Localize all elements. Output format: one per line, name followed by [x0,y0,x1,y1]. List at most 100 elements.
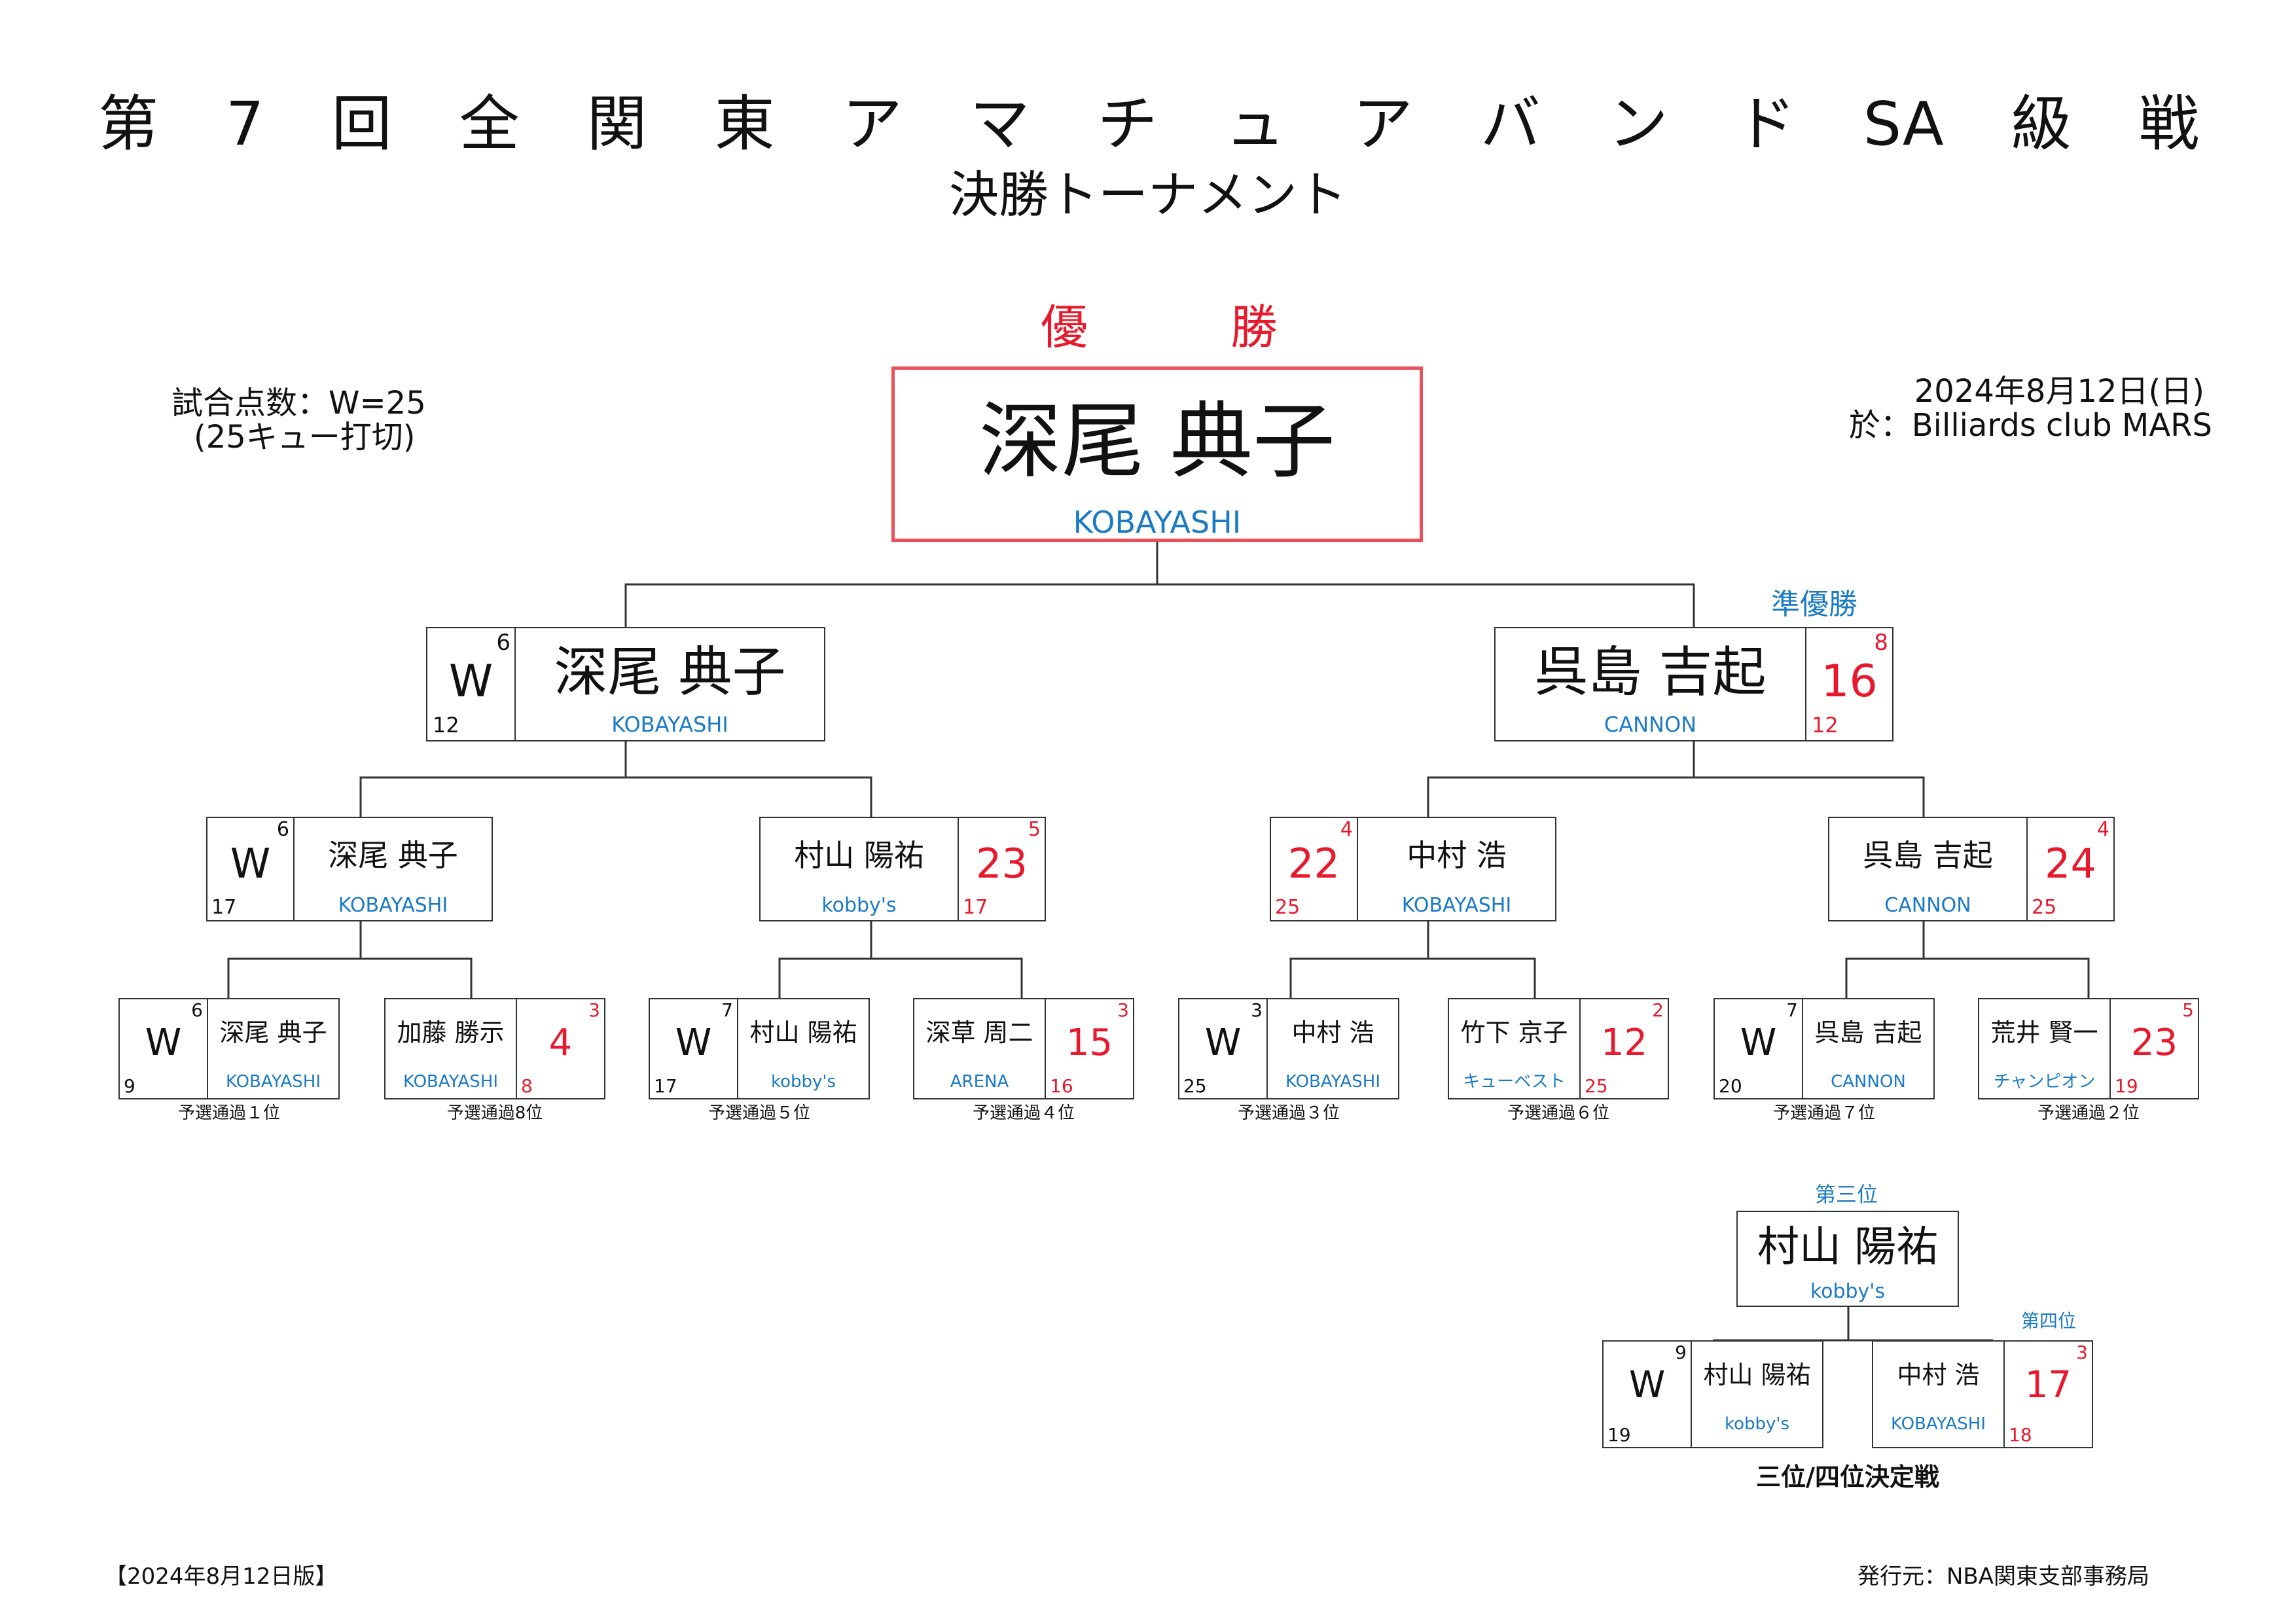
handicap: 3 [588,999,600,1021]
handicap: 6 [276,818,289,841]
score: W [1740,1022,1777,1064]
handicap: 4 [2096,818,2109,841]
player-club: キューベスト [1463,1072,1566,1092]
title-char: チ [1097,89,1158,159]
title-char: 第 [98,89,159,159]
player-name: 竹下 京子 [1460,1018,1568,1047]
score: 4 [548,1022,573,1064]
player-cell: 荒井 賢一チャンピオン [1979,999,2109,1098]
handicap: 3 [1251,999,1263,1021]
player-club: KOBAYASHI [403,1072,499,1092]
player-cell: 中村 浩 KOBAYASHI [1873,1342,2003,1447]
title-char: ア [842,89,903,159]
champion-name: 深尾 典子 [978,393,1336,490]
player-club: チャンピオン [1993,1072,2096,1092]
score: W [230,840,271,887]
handicap: 6 [191,999,203,1021]
final-right-box: 呉島 吉起 CANNON 8 16 12 [1494,627,1893,741]
version-label: 【2024年8月12日版】 [105,1563,338,1590]
rules-line-1: 試合点数：W=25 [171,385,426,421]
innings: 25 [2032,896,2057,919]
player-club: KOBAYASHI [611,712,728,737]
title-char: SA [1863,89,1944,159]
player-club: KOBAYASHI [1890,1414,1986,1434]
score: W [1204,1022,1242,1064]
event-date: 2024年8月12日(日) [1914,373,2204,410]
runner-up-label: 準優勝 [1771,588,1857,621]
champion-box: 深尾 典子 KOBAYASHI [891,366,1423,542]
player-name: 中村 浩 [1897,1361,1980,1389]
handicap: 8 [1874,630,1888,656]
title-char: バ [1480,89,1541,159]
score: 12 [1600,1022,1648,1064]
title-char: 級 [2011,89,2072,159]
qualifier-note: 予選通過３位 [1237,1103,1340,1123]
champion-label-char-2: 勝 [1230,300,1278,355]
title-char: 回 [331,89,392,159]
qualifier-note: 予選通過４位 [972,1103,1075,1123]
score: W [448,656,493,707]
title-char: 戦 [2138,89,2199,159]
player-name: 呉島 吉起 [1534,641,1767,704]
score-cell: 8 16 12 [1806,628,1892,740]
handicap: 3 [2076,1342,2088,1363]
player-cell: 呉島 吉起 CANNON [1496,628,1806,740]
player-club: CANNON [1831,1072,1906,1092]
player-name: 深尾 典子 [328,838,458,873]
qualifier-note: 予選通過8位 [446,1103,543,1123]
innings: 16 [1050,1075,1073,1097]
handicap: 6 [496,630,511,656]
champion-club: KOBAYASHI [1073,505,1242,540]
final-left-box: 6 W 12 深尾 典子 KOBAYASHI [426,627,825,741]
score: 17 [2024,1364,2072,1406]
innings: 18 [2009,1424,2032,1446]
player-club: ARENA [950,1072,1009,1092]
handicap: 2 [1652,999,1664,1021]
player-name: 村山 陽祐 [749,1018,857,1047]
innings: 12 [1812,713,1839,738]
score: W [1628,1364,1666,1406]
score: W [675,1022,712,1064]
innings: 8 [521,1075,533,1097]
player-club: KOBAYASHI [225,1072,321,1092]
innings: 19 [1607,1424,1631,1446]
qualifier-note: 予選通過５位 [708,1103,810,1123]
handicap: 9 [1675,1342,1687,1363]
player-club: CANNON [1884,894,1971,917]
player-name: 村山 陽祐 [1757,1223,1939,1272]
score: 22 [1288,840,1340,887]
player-name: 村山 陽祐 [1703,1361,1811,1389]
title-char: 関 [586,89,647,159]
page-subtitle: 決勝トーナメント [949,166,1347,224]
score: 15 [1066,1022,1113,1064]
player-name: 加藤 勝示 [397,1018,505,1047]
title-char: ュ [1225,89,1285,159]
fourth-place-label: 第四位 [2021,1310,2077,1332]
innings: 12 [433,713,459,738]
title-char: ン [1607,89,1668,159]
title-char: 全 [459,89,520,159]
innings: 17 [211,896,237,919]
score: 23 [976,840,1028,887]
